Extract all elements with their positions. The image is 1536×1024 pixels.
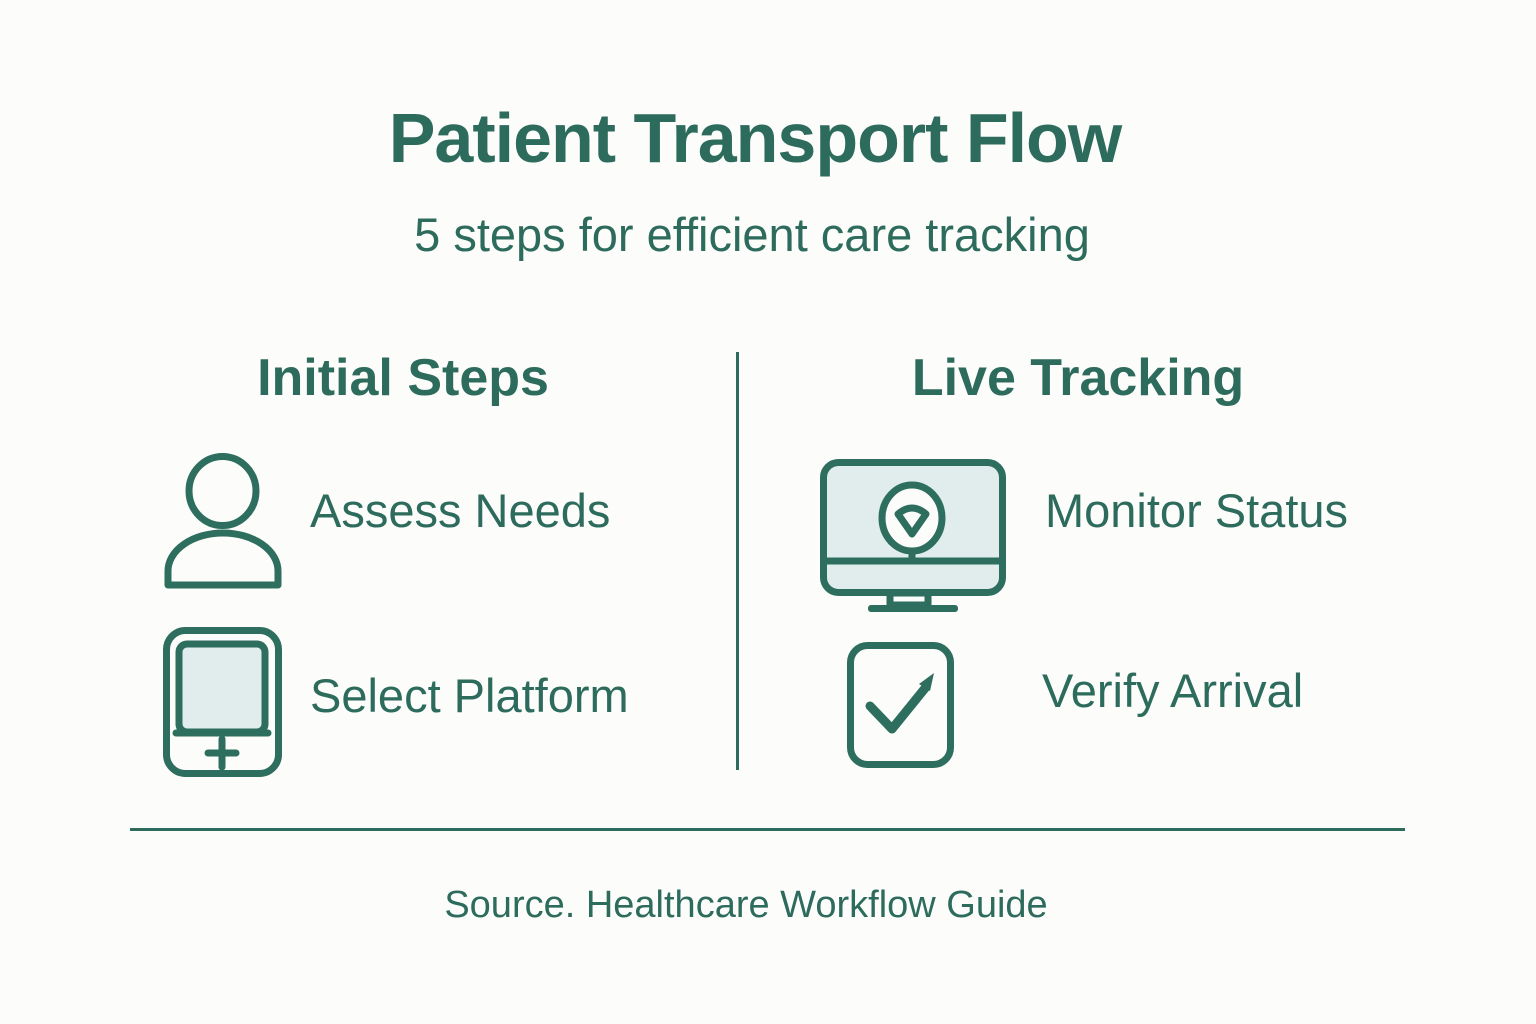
source-attribution: Source. Healthcare Workflow Guide — [444, 884, 1048, 926]
item-label-monitor-status: Monitor Status — [1045, 484, 1349, 537]
monitor-location-icon — [820, 459, 1006, 615]
item-label-select-platform: Select Platform — [310, 669, 629, 722]
tablet-add-icon — [163, 627, 282, 778]
page-subtitle: 5 steps for efficient care tracking — [414, 208, 1090, 261]
footer-rule — [130, 828, 1405, 831]
person-icon — [162, 450, 282, 590]
column-heading-initial-steps: Initial Steps — [257, 349, 549, 407]
item-label-verify-arrival: Verify Arrival — [1042, 664, 1304, 717]
page-title: Patient Transport Flow — [388, 99, 1123, 177]
item-label-assess-needs: Assess Needs — [310, 484, 611, 537]
column-heading-live-tracking: Live Tracking — [911, 349, 1245, 407]
checkbox-check-icon — [847, 642, 954, 768]
column-divider — [736, 352, 739, 770]
